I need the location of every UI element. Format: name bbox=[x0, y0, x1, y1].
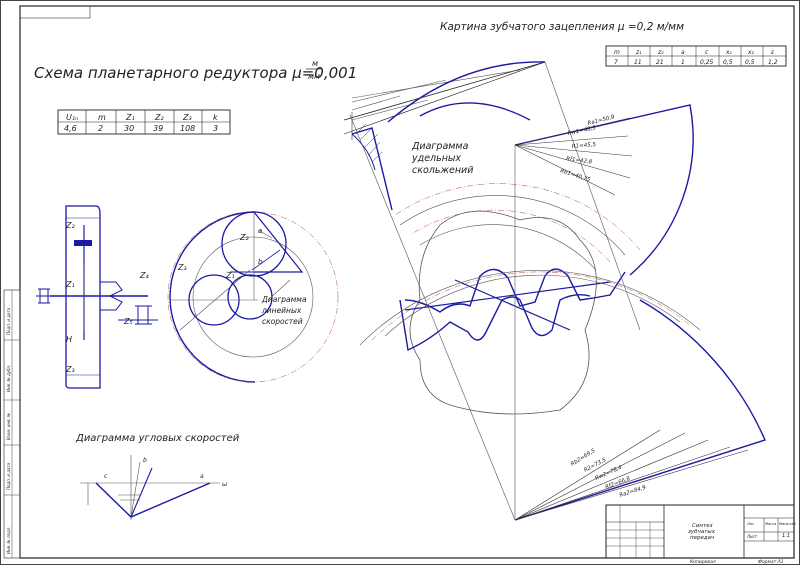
planetary-title: Схема планетарного редуктора μ=0,001 bbox=[34, 64, 357, 82]
mesh-header: z₁ bbox=[635, 49, 642, 56]
lv-title-line: скоростей bbox=[262, 317, 303, 326]
sliding-title-line: удельных bbox=[411, 153, 461, 164]
lv-label-a: a bbox=[258, 227, 262, 235]
stamp-text: Взам. инв. № bbox=[6, 413, 11, 440]
title-name-line: зубчатых bbox=[688, 529, 716, 535]
table-cell: 2 bbox=[98, 124, 103, 133]
mesh-header: m bbox=[614, 49, 620, 56]
copied-label: Копировал bbox=[690, 559, 716, 565]
av-label-omega: ω bbox=[222, 481, 227, 488]
mesh-header: x₂ bbox=[747, 49, 755, 56]
mesh-cell: 1 bbox=[681, 59, 685, 66]
inner-frame bbox=[19, 5, 795, 559]
mesh-cell: 11 bbox=[634, 59, 642, 66]
lv-label-z3: Z₃ bbox=[177, 263, 187, 272]
mesh-header: x₁ bbox=[725, 49, 733, 56]
mass-label: Масса bbox=[765, 522, 776, 526]
gear-mesh-table: m z₁ z₂ a c x₁ x₂ ε 7 11 21 1 0,25 0,5 0… bbox=[605, 45, 787, 67]
table-cell: 30 bbox=[124, 124, 134, 133]
mesh-cell: 7 bbox=[614, 59, 618, 66]
av-label-c: c bbox=[104, 473, 108, 480]
lit-label: Лит. bbox=[746, 522, 755, 526]
table-header: U₁ₙ bbox=[66, 113, 78, 122]
lv-title-line: линейных bbox=[261, 306, 302, 315]
table-cell: 108 bbox=[180, 124, 195, 133]
stamp-text: Инв. № подл. bbox=[6, 526, 11, 554]
mesh-header: c bbox=[705, 49, 709, 56]
sliding-diagram: Диаграмма удельных скольжений bbox=[343, 61, 546, 211]
gear-mesh-picture bbox=[349, 61, 766, 521]
table-header: Z₃ bbox=[182, 113, 192, 122]
stamp-text: Подп. и дата bbox=[6, 307, 11, 335]
label-h: H bbox=[66, 335, 72, 344]
top-left-box bbox=[19, 5, 91, 19]
lv-title-line: Диаграмма bbox=[261, 295, 307, 304]
planetary-scheme: Z₂ Z₁ H Z₃ Z₄ Z₅ bbox=[36, 205, 158, 389]
mesh-header: a bbox=[681, 49, 685, 56]
title-name-line: передач bbox=[690, 535, 715, 541]
scale-label: Масштаб bbox=[779, 522, 796, 526]
table-header: Z₂ bbox=[154, 113, 164, 122]
linear-velocity-diagram: Z₂ Z₃ Z₁ b a Диаграмма линейных скоросте… bbox=[167, 211, 339, 383]
mesh-header: z₂ bbox=[657, 49, 664, 56]
stamp-text: Подп. и дата bbox=[6, 462, 11, 490]
table-cell: 4,6 bbox=[64, 124, 77, 133]
mesh-cell: 1,2 bbox=[768, 59, 778, 66]
mesh-header: ε bbox=[771, 49, 775, 56]
label-z5: Z₅ bbox=[123, 317, 133, 326]
mesh-cell: 21 bbox=[656, 59, 664, 66]
lv-label-z1: Z₁ bbox=[225, 271, 235, 280]
radius-label: Rf1=42,8 bbox=[566, 156, 593, 166]
sliding-title-line: Диаграмма bbox=[411, 141, 469, 152]
mesh-cell: 0,5 bbox=[745, 59, 755, 66]
planetary-table: U₁ₙ m Z₁ Z₂ Z₃ k 4,6 2 30 39 108 3 bbox=[57, 109, 231, 135]
mesh-cell: 0,5 bbox=[723, 59, 733, 66]
label-z1: Z₁ bbox=[65, 280, 75, 289]
gear-mesh-title: Картина зубчатого зацепления μ =0,2 м/мм bbox=[440, 21, 684, 33]
radius-label: R1=45,5 bbox=[572, 142, 597, 150]
table-header: k bbox=[213, 113, 218, 122]
unit-numerator: м bbox=[312, 59, 318, 68]
label-z2: Z₂ bbox=[65, 221, 75, 230]
scale-value: 1:1 bbox=[782, 533, 790, 539]
title-name-line: Синтез bbox=[692, 523, 713, 529]
format-label: Формат А1 bbox=[758, 559, 784, 565]
side-stamp: Подп. и дата Инв. № дубл. Взам. инв. № П… bbox=[3, 289, 21, 559]
table-header: m bbox=[98, 113, 106, 122]
table-cell: 39 bbox=[153, 124, 163, 133]
unit-denominator: мм bbox=[308, 72, 320, 81]
table-cell: 3 bbox=[213, 124, 218, 133]
title-block: Синтез зубчатых передач Лит. Масса Масшт… bbox=[605, 504, 796, 559]
sheet-value: Лист bbox=[746, 534, 758, 539]
sliding-title-line: скольжений bbox=[412, 165, 473, 176]
lv-label-b: b bbox=[258, 258, 263, 266]
av-title: Диаграмма угловых скоростей bbox=[75, 433, 240, 444]
stamp-text: Инв. № дубл. bbox=[6, 365, 11, 392]
angular-velocity-diagram: Диаграмма угловых скоростей c a b ω bbox=[75, 433, 240, 520]
radius-label: Rw1=48,5 bbox=[567, 125, 597, 137]
av-label-a: a bbox=[200, 473, 204, 480]
av-label-b: b bbox=[143, 457, 147, 464]
mesh-cell: 0,25 bbox=[700, 59, 714, 66]
label-z4: Z₄ bbox=[139, 271, 149, 280]
table-header: Z₁ bbox=[125, 113, 135, 122]
lv-label-z2: Z₂ bbox=[239, 233, 249, 242]
label-z3: Z₃ bbox=[65, 365, 75, 374]
